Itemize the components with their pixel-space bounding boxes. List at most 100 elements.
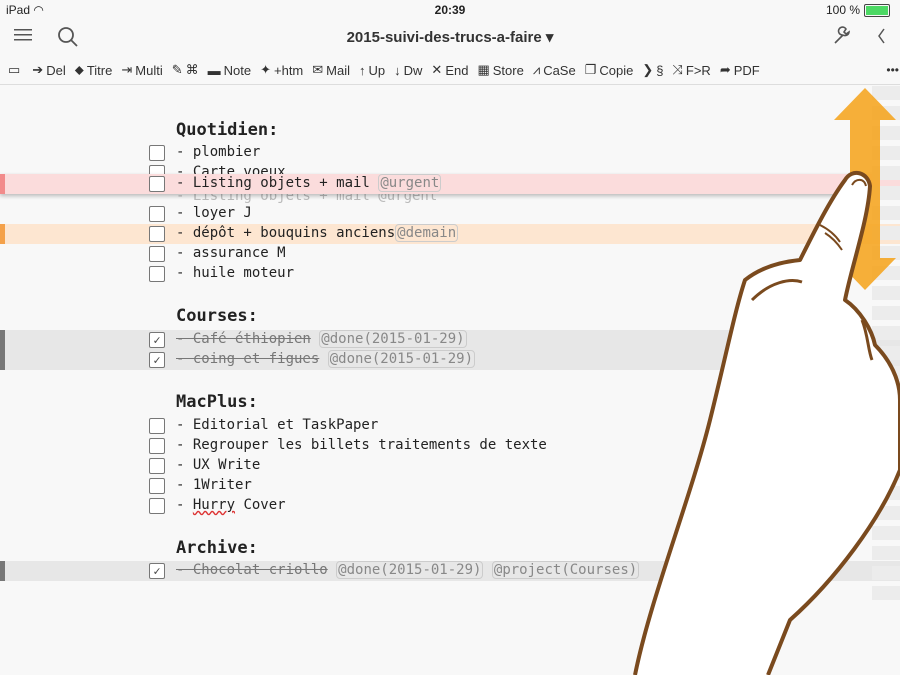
task-row[interactable]: - assurance M bbox=[0, 244, 900, 264]
scroll-tick bbox=[872, 186, 900, 200]
checkbox[interactable] bbox=[149, 498, 165, 514]
scroll-strip[interactable] bbox=[872, 86, 900, 606]
scroll-tick bbox=[872, 206, 900, 220]
store-icon: ▦ bbox=[477, 62, 490, 77]
done-marker bbox=[0, 350, 5, 370]
toolbar-button-9[interactable]: ↓Dw bbox=[394, 63, 422, 78]
task-row-dragging[interactable]: - Listing objets + mail @urgent bbox=[0, 174, 900, 194]
checkbox-checked[interactable]: ✓ bbox=[149, 332, 165, 348]
toolbar-button-8[interactable]: ↑Up bbox=[359, 63, 385, 78]
toolbar-button-7[interactable]: ✉Mail bbox=[312, 62, 350, 78]
tag-urgent[interactable]: @urgent bbox=[378, 174, 442, 192]
task-row[interactable]: - huile moteur bbox=[0, 264, 900, 284]
task-row[interactable]: - Editorial et TaskPaper bbox=[0, 416, 900, 436]
section-macplus: MacPlus: bbox=[176, 392, 258, 412]
checkbox[interactable] bbox=[149, 458, 165, 474]
checkbox[interactable] bbox=[149, 266, 165, 282]
scroll-tick bbox=[872, 386, 900, 400]
task-text: - Regrouper les billets traitements de t… bbox=[176, 437, 547, 453]
toolbar-button-2[interactable]: ⬥Titre bbox=[75, 62, 113, 78]
tag-done[interactable]: @done(2015-01-29) bbox=[336, 561, 484, 579]
toolbar-button-5[interactable]: ▬Note bbox=[208, 63, 251, 78]
task-text: - UX Write bbox=[176, 457, 261, 473]
toolbar-button-17[interactable]: ••• bbox=[886, 63, 900, 77]
task-row[interactable]: - plombier bbox=[0, 143, 900, 163]
scroll-tick bbox=[872, 586, 900, 600]
clock: 20:39 bbox=[434, 3, 466, 17]
scroll-tick bbox=[872, 506, 900, 520]
done-marker bbox=[0, 561, 5, 581]
checkbox[interactable] bbox=[149, 246, 165, 262]
toolbar-button-6[interactable]: ✦+htm bbox=[260, 62, 303, 78]
scroll-tick bbox=[872, 246, 900, 260]
arrow-up-icon: ↑ bbox=[359, 62, 366, 78]
shuffle-icon: ⤨ bbox=[672, 62, 683, 77]
checkbox-checked[interactable]: ✓ bbox=[149, 563, 165, 579]
scroll-tick bbox=[872, 346, 900, 360]
scroll-tick bbox=[872, 306, 900, 320]
task-row[interactable]: ✓- Chocolat criollo @done(2015-01-29) @p… bbox=[0, 561, 900, 581]
scroll-tick bbox=[872, 526, 900, 540]
toolbar-button-10[interactable]: ✕End bbox=[431, 62, 468, 78]
toolbar-button-12[interactable]: ⩘CaSe bbox=[533, 62, 576, 78]
search-icon[interactable] bbox=[57, 26, 79, 54]
toolbar-button-3[interactable]: ⇥Multi bbox=[121, 62, 162, 78]
chart-icon: ⩘ bbox=[532, 62, 541, 77]
checkbox[interactable] bbox=[149, 206, 165, 222]
toolbar-label: Dw bbox=[403, 62, 423, 78]
device-label: iPad ◠ bbox=[6, 3, 44, 17]
toolbar-button-16[interactable]: ➦PDF bbox=[720, 62, 760, 78]
scroll-tick bbox=[872, 266, 900, 280]
toolbar-label: Store bbox=[492, 62, 524, 78]
tag-icon: ⬥ bbox=[74, 62, 84, 77]
tag-demain[interactable]: @demain bbox=[395, 224, 459, 242]
book-icon: ▭ bbox=[8, 62, 21, 77]
checkbox-checked[interactable]: ✓ bbox=[149, 352, 165, 368]
toolbar-label: +htm bbox=[274, 62, 304, 78]
tools-icon: ✕ bbox=[431, 62, 443, 77]
task-text: - loyer J bbox=[176, 205, 252, 221]
task-text: - huile moteur bbox=[176, 265, 295, 281]
title-bar: 2015-suivi-des-trucs-a-faire ▾ bbox=[0, 22, 900, 54]
task-row[interactable]: - 1Writer bbox=[0, 476, 900, 496]
toolbar-button-13[interactable]: ❐Copie bbox=[585, 62, 634, 78]
task-row[interactable]: ✓- coing et figues @done(2015-01-29) bbox=[0, 350, 900, 370]
tag-project[interactable]: @project(Courses) bbox=[491, 561, 640, 579]
toolbar-label: CaSe bbox=[543, 62, 576, 78]
copy-icon: ❐ bbox=[584, 62, 597, 77]
task-row[interactable]: - dépôt + bouquins anciens@demain bbox=[0, 224, 900, 244]
scroll-tick bbox=[872, 406, 900, 420]
task-row[interactable]: - Hurry Cover bbox=[0, 496, 900, 516]
checkbox[interactable] bbox=[149, 418, 165, 434]
toolbar-button-1[interactable]: ➔Del bbox=[32, 62, 65, 78]
task-row[interactable]: - Regrouper les billets traitements de t… bbox=[0, 436, 900, 456]
back-icon[interactable] bbox=[876, 26, 886, 52]
tag-done[interactable]: @done(2015-01-29) bbox=[319, 330, 467, 348]
toolbar-button-11[interactable]: ▦Store bbox=[477, 62, 523, 78]
document-title[interactable]: 2015-suivi-des-trucs-a-faire ▾ bbox=[346, 29, 554, 46]
wrench-icon[interactable] bbox=[832, 26, 852, 52]
toolbar-button-0[interactable]: ▭ bbox=[8, 62, 23, 78]
mail-icon: ✉ bbox=[312, 62, 324, 77]
checkbox[interactable] bbox=[149, 226, 165, 242]
task-row[interactable]: ✓- Café éthiopien @done(2015-01-29) bbox=[0, 330, 900, 350]
toolbar-label: Mail bbox=[326, 62, 351, 78]
more-icon: ••• bbox=[886, 63, 899, 77]
checkbox[interactable] bbox=[149, 176, 165, 192]
checkbox[interactable] bbox=[149, 145, 165, 161]
task-text: - Hurry Cover bbox=[176, 497, 286, 513]
scroll-tick bbox=[872, 226, 900, 240]
scroll-tick bbox=[872, 146, 900, 160]
toolbar-button-14[interactable]: ❯§ bbox=[642, 62, 663, 78]
tag-done[interactable]: @done(2015-01-29) bbox=[327, 350, 476, 368]
toolbar-label: End bbox=[445, 62, 469, 78]
task-row[interactable]: - UX Write bbox=[0, 456, 900, 476]
checkbox[interactable] bbox=[149, 478, 165, 494]
toolbar-button-4[interactable]: ✎⌘ bbox=[172, 62, 199, 78]
toolbar-button-15[interactable]: ⤨F>R bbox=[672, 62, 710, 78]
task-row[interactable]: - loyer J bbox=[0, 204, 900, 224]
toolbar: ▭ ➔Del ⬥Titre ⇥Multi ✎⌘ ▬Note ✦+htm ✉Mail ↑Up ↓Dw… bbox=[0, 56, 900, 85]
scroll-tick bbox=[872, 466, 900, 480]
menu-icon[interactable] bbox=[14, 26, 32, 49]
checkbox[interactable] bbox=[149, 438, 165, 454]
